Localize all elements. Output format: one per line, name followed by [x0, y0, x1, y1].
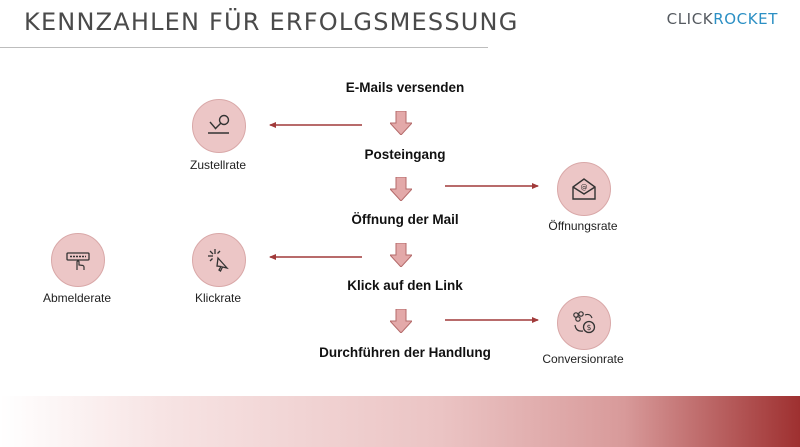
- down-arrow-icon: [390, 111, 412, 135]
- step-klick-auf-den-link: Klick auf den Link: [347, 278, 463, 293]
- unsubscribe-click-icon: [66, 252, 90, 270]
- logo-text-rocket: ROCKET: [713, 10, 778, 28]
- oeffnungsrate-label: Öffnungsrate: [548, 219, 618, 233]
- step-durchfuehren-der-handlung: Durchführen der Handlung: [319, 345, 491, 360]
- page-title: KENNZAHLEN FÜR ERFOLGSMESSUNG: [24, 8, 519, 36]
- svg-text:$: $: [587, 323, 592, 332]
- step-posteingang: Posteingang: [364, 147, 446, 162]
- zustellrate-label: Zustellrate: [189, 158, 247, 172]
- svg-text:@: @: [581, 184, 588, 192]
- logo-text-click: CLICK: [666, 10, 714, 28]
- delivery-signal-icon: [208, 114, 230, 134]
- abmelderate-label: Abmelderate: [42, 291, 112, 305]
- step-emails-versenden: E-Mails versenden: [345, 80, 465, 95]
- down-arrow-icon: [390, 243, 412, 267]
- down-arrow-icon: [390, 309, 412, 333]
- cursor-click-icon: [208, 249, 229, 272]
- oeffnungsrate-circle: @: [557, 162, 611, 216]
- abmelderate-circle: [51, 233, 105, 287]
- conversionrate-label: Conversionrate: [542, 352, 624, 366]
- klickrate-circle: [192, 233, 246, 287]
- brand-logo: CLICKROCKET: [667, 10, 778, 28]
- open-envelope-icon: @: [572, 178, 596, 200]
- down-arrow-icon: [390, 177, 412, 201]
- step-oeffnung-der-mail: Öffnung der Mail: [351, 212, 459, 227]
- conversion-dollar-icon: $: [573, 311, 596, 334]
- footer-band: [0, 396, 800, 447]
- conversionrate-circle: $: [557, 296, 611, 350]
- zustellrate-circle: [192, 99, 246, 153]
- klickrate-label: Klickrate: [194, 291, 241, 305]
- title-divider: [0, 47, 488, 48]
